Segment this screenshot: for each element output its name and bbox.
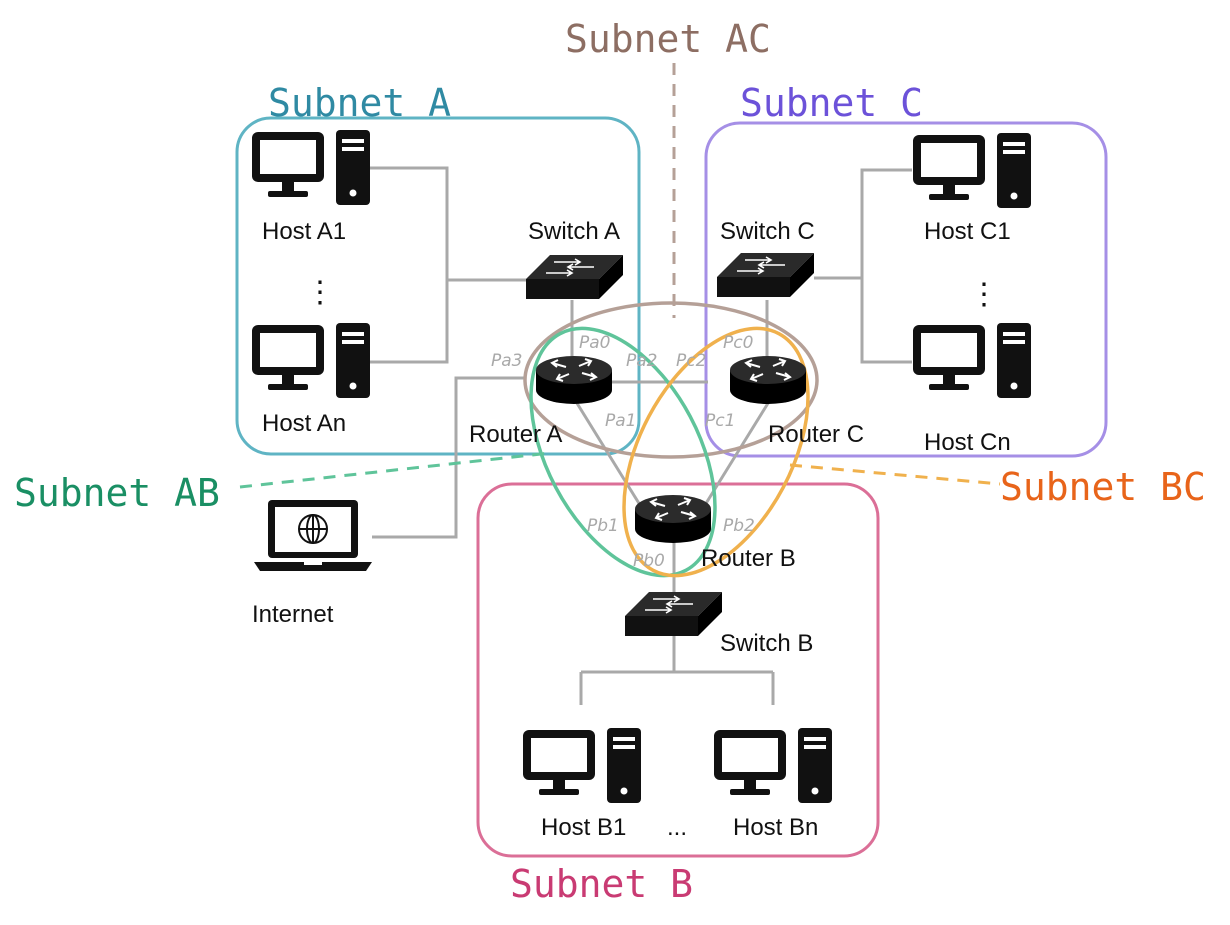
port-pb2-label: Pb2 [723, 516, 755, 536]
host-c1-computer-icon [913, 133, 1031, 208]
switch-c-icon [716, 252, 815, 298]
host-bn-computer-icon [714, 728, 832, 803]
host-an-label: Host An [262, 410, 346, 437]
host-cn-label: Host Cn [924, 429, 1011, 456]
port-pa2-label: Pa2 [626, 351, 658, 371]
port-pa3-label: Pa3 [491, 351, 523, 371]
subnet-ac-ellipse [523, 301, 819, 459]
port-pa1-label: Pa1 [605, 411, 637, 431]
subnet-b-label: Subnet B [510, 862, 693, 906]
subnet-a-label: Subnet A [268, 81, 451, 125]
subnet-b-host-ellipsis: ... [667, 814, 687, 841]
port-pa0-label: Pa0 [579, 333, 611, 353]
host-a1-computer-icon [252, 130, 370, 205]
switch-a-label: Switch A [528, 218, 620, 245]
port-pb0-label: Pb0 [633, 551, 665, 571]
host-bn-label: Host Bn [733, 814, 818, 841]
router-c-icon [729, 355, 807, 405]
host-a1-label: Host A1 [262, 218, 346, 245]
host-cn-computer-icon [913, 323, 1031, 398]
subnet-c-label: Subnet C [740, 81, 923, 125]
switch-b-icon [624, 591, 723, 637]
subnet-ab-leader [239, 451, 551, 489]
subnet-ac-label: Subnet AC [565, 17, 771, 61]
router-b-label: Router B [701, 545, 796, 572]
subnet-c-host-ellipsis: ⋮ [969, 278, 999, 311]
port-pb1-label: Pb1 [587, 516, 619, 536]
port-pc2-label: Pc2 [676, 351, 706, 371]
subnet-b-boundary [476, 482, 880, 858]
host-an-computer-icon [252, 323, 370, 398]
internet-label: Internet [252, 601, 334, 628]
subnet-a-boundary [235, 116, 641, 456]
host-c1-label: Host C1 [924, 218, 1011, 245]
host-b1-computer-icon [523, 728, 641, 803]
subnet-ab-ellipse [529, 326, 717, 578]
router-a-label: Router A [469, 421, 562, 448]
internet-laptop-icon [253, 499, 373, 572]
router-a-icon [535, 355, 613, 405]
port-pc1-label: Pc1 [705, 411, 735, 431]
router-c-label: Router C [768, 421, 864, 448]
switch-a-icon [525, 254, 624, 300]
subnet-ab-label: Subnet AB [14, 471, 220, 515]
switch-b-label: Switch B [720, 630, 813, 657]
subnet-c-boundary [704, 121, 1108, 458]
subnet-a-host-ellipsis: ⋮ [305, 276, 335, 309]
subnet-bc-leader [789, 463, 1001, 486]
switch-c-label: Switch C [720, 218, 815, 245]
router-b-icon [634, 494, 712, 544]
subnet-bc-ellipse [622, 326, 810, 578]
port-pc0-label: Pc0 [723, 333, 753, 353]
subnet-bc-label: Subnet BC [1000, 465, 1206, 509]
host-b1-label: Host B1 [541, 814, 626, 841]
